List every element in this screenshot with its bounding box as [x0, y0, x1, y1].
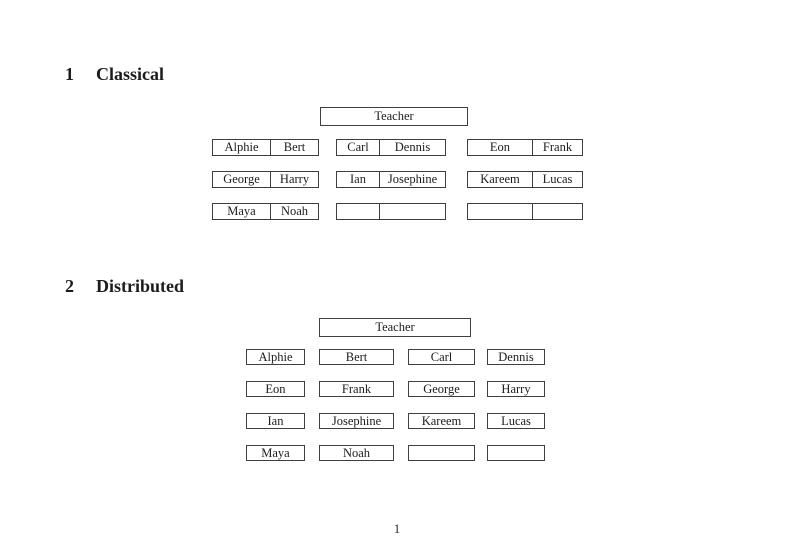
seat-label: George [423, 381, 460, 396]
empty-desk [467, 203, 583, 220]
empty-desk [408, 445, 475, 461]
desk: Dennis [487, 349, 545, 365]
seat-label [468, 204, 532, 219]
section-title: Classical [96, 64, 165, 84]
desk: Noah [319, 445, 394, 461]
seat-label: Alphie [224, 140, 259, 155]
seat-label: Eon [265, 381, 286, 396]
seat-label: Maya [227, 204, 256, 219]
teacher-label: Teacher [374, 109, 414, 124]
desk: Kareem [408, 413, 475, 429]
seat-label: Carl [430, 349, 453, 364]
desk: Maya Noah [212, 203, 319, 220]
empty-desk [336, 203, 446, 220]
desk: Lucas [487, 413, 545, 429]
seat-label: George [223, 172, 260, 187]
desk: George Harry [212, 171, 319, 188]
seat-label: Frank [341, 381, 372, 396]
desk: Eon [246, 381, 305, 397]
seat-label: Kareem [480, 172, 520, 187]
teacher-desk: Teacher [319, 318, 471, 337]
seat-label: Ian [267, 413, 284, 428]
section-2-heading: 2 Distributed [65, 276, 184, 297]
seat-label: Noah [342, 445, 371, 460]
seat-label: Noah [270, 204, 318, 219]
seat-label: Kareem [421, 413, 462, 428]
desk: Carl [408, 349, 475, 365]
seat-label: Eon [489, 140, 511, 155]
seat-label: Maya [261, 445, 290, 460]
seat-label: Lucas [532, 172, 582, 187]
seat-label: Frank [532, 140, 582, 155]
desk: Alphie Bert [212, 139, 319, 156]
seat-label: Josephine [331, 413, 382, 428]
desk: Eon Frank [467, 139, 583, 156]
section-number: 2 [65, 276, 74, 296]
empty-desk [487, 445, 545, 461]
teacher-label: Teacher [375, 320, 415, 335]
section-number: 1 [65, 64, 74, 84]
seat-label: Harry [270, 172, 318, 187]
section-1-heading: 1 Classical [65, 64, 164, 85]
section-title: Distributed [96, 276, 185, 296]
teacher-desk: Teacher [320, 107, 468, 126]
desk: Ian [246, 413, 305, 429]
seat-label: Bert [270, 140, 318, 155]
seat-label: Alphie [258, 349, 293, 364]
seat-label: Harry [501, 381, 531, 396]
seat-label: Josephine [379, 172, 445, 187]
seat-label [379, 204, 445, 219]
seat-label: Dennis [379, 140, 445, 155]
desk: Harry [487, 381, 545, 397]
seat-label: Carl [347, 140, 369, 155]
desk: Alphie [246, 349, 305, 365]
seat-label: Bert [345, 349, 368, 364]
seat-label: Ian [350, 172, 366, 187]
seat-label: Lucas [501, 413, 531, 428]
desk: Kareem Lucas [467, 171, 583, 188]
desk: George [408, 381, 475, 397]
desk: Maya [246, 445, 305, 461]
seat-label [532, 204, 582, 219]
seat-label [337, 204, 379, 219]
desk: Ian Josephine [336, 171, 446, 188]
page-number: 1 [393, 521, 401, 536]
seat-label: Dennis [498, 349, 534, 364]
desk: Carl Dennis [336, 139, 446, 156]
desk: Josephine [319, 413, 394, 429]
desk: Frank [319, 381, 394, 397]
desk: Bert [319, 349, 394, 365]
